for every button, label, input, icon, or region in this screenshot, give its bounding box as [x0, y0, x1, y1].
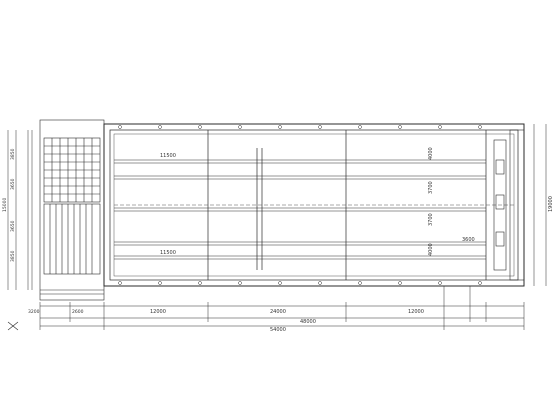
- markers: [118, 125, 482, 285]
- dim-left-h2: 11500: [160, 250, 176, 256]
- dim-bottom-left1: 3200: [28, 309, 40, 315]
- dim-bottom-total-inner: 48000: [300, 319, 316, 325]
- right-dimension-line: [533, 124, 547, 286]
- dim-bottom-total: 54000: [270, 327, 286, 333]
- dim-right-v2: 3700: [428, 181, 434, 194]
- aeration-pipes: [114, 159, 486, 260]
- dim-left-v1: 3850: [10, 148, 16, 160]
- dim-bottom-seg3: 12000: [408, 309, 424, 315]
- dim-bottom-left2: 2600: [72, 309, 84, 315]
- dim-left-total: 15000: [2, 198, 8, 212]
- outlet-pipe: [443, 286, 471, 330]
- dim-left-v3: 3650: [10, 220, 16, 232]
- right-equipment: [493, 129, 525, 281]
- section-marker: [7, 321, 19, 331]
- left-equipment-block: [39, 119, 105, 301]
- dim-right-v4: 4000: [428, 243, 434, 256]
- dim-right-v3: 3700: [428, 213, 434, 226]
- dim-right-total: 19000: [548, 196, 554, 212]
- dim-bottom-seg1: 12000: [150, 309, 166, 315]
- dim-left-v2: 3650: [10, 178, 16, 190]
- bottom-dimension-lines: [39, 302, 525, 330]
- dim-bottom-seg2: 24000: [270, 309, 286, 315]
- left-dimension-line: [7, 130, 17, 290]
- dim-left-h1: 11500: [160, 153, 176, 159]
- dim-right-v5: 3600: [462, 237, 475, 243]
- dim-left-v4: 3850: [10, 250, 16, 262]
- left-walkway: [27, 130, 104, 295]
- dim-right-v1: 4000: [428, 147, 434, 160]
